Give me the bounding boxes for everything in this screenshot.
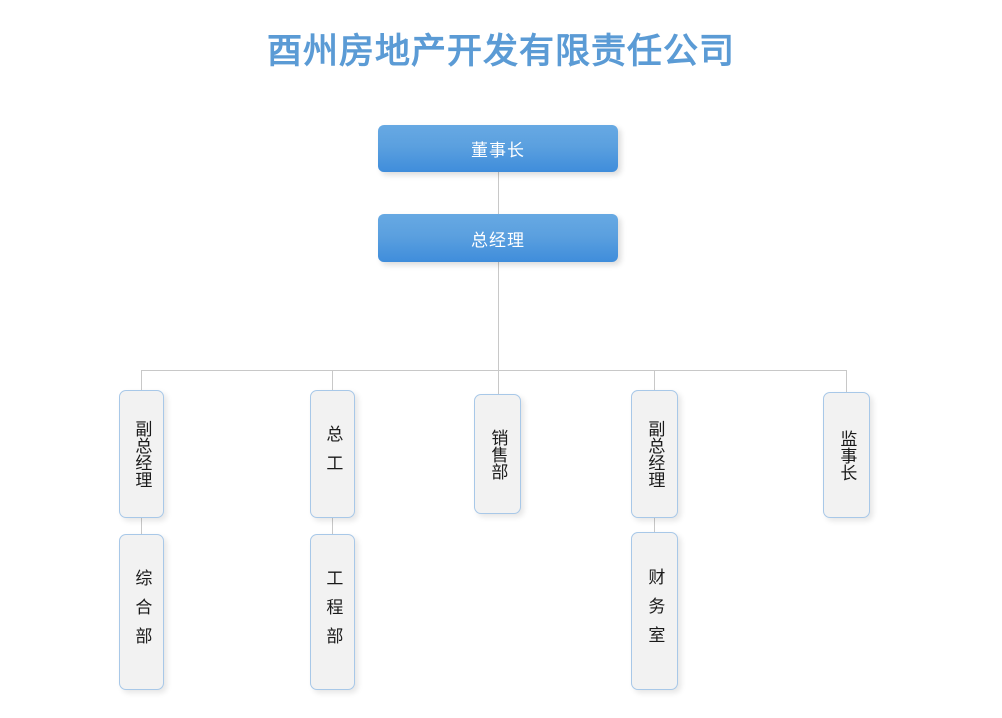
connector-deputy-gm-left-to-general-affairs [141, 518, 142, 534]
node-deputy-gm-right-label: 副总经理 [645, 420, 665, 488]
node-chief-engineer-label: 总工 [323, 425, 343, 483]
connector-horizontal-bus [141, 370, 846, 371]
node-supervisor-chief-label: 监事长 [837, 429, 857, 481]
node-finance-office-label: 财务室 [645, 567, 665, 655]
node-general-affairs-dept[interactable]: 综合部 [119, 534, 164, 690]
connector-deputy-gm-right-to-finance [654, 518, 655, 532]
node-deputy-gm-left-label: 副总经理 [132, 420, 152, 488]
node-general-manager-label: 总经理 [471, 230, 525, 250]
connector-chief-engineer-to-engineering [332, 518, 333, 534]
node-engineering-dept-label: 工程部 [323, 568, 343, 656]
connector-bus-to-deputy-gm-right [654, 370, 655, 391]
node-general-affairs-dept-label: 综合部 [132, 568, 152, 656]
node-finance-office[interactable]: 财务室 [631, 532, 678, 690]
node-supervisor-chief[interactable]: 监事长 [823, 392, 870, 518]
node-general-manager[interactable]: 总经理 [378, 214, 618, 262]
node-sales-dept[interactable]: 销售部 [474, 394, 521, 514]
page-title: 酉州房地产开发有限责任公司 [266, 32, 735, 71]
connector-gm-to-bus [498, 262, 499, 370]
node-chairman[interactable]: 董事长 [378, 125, 618, 172]
node-chairman-label: 董事长 [471, 141, 525, 160]
node-sales-dept-label: 销售部 [488, 428, 508, 480]
connector-bus-to-chief-engineer [332, 370, 333, 391]
connector-chairman-to-gm [498, 172, 499, 214]
connector-bus-to-deputy-gm-left [141, 370, 142, 391]
connector-bus-to-supervisor-chief [846, 370, 847, 392]
connector-bus-to-sales-dept [498, 370, 499, 394]
node-deputy-gm-right[interactable]: 副总经理 [631, 390, 678, 518]
node-deputy-gm-left[interactable]: 副总经理 [119, 390, 164, 518]
node-engineering-dept[interactable]: 工程部 [310, 534, 355, 690]
node-chief-engineer[interactable]: 总工 [310, 390, 355, 518]
